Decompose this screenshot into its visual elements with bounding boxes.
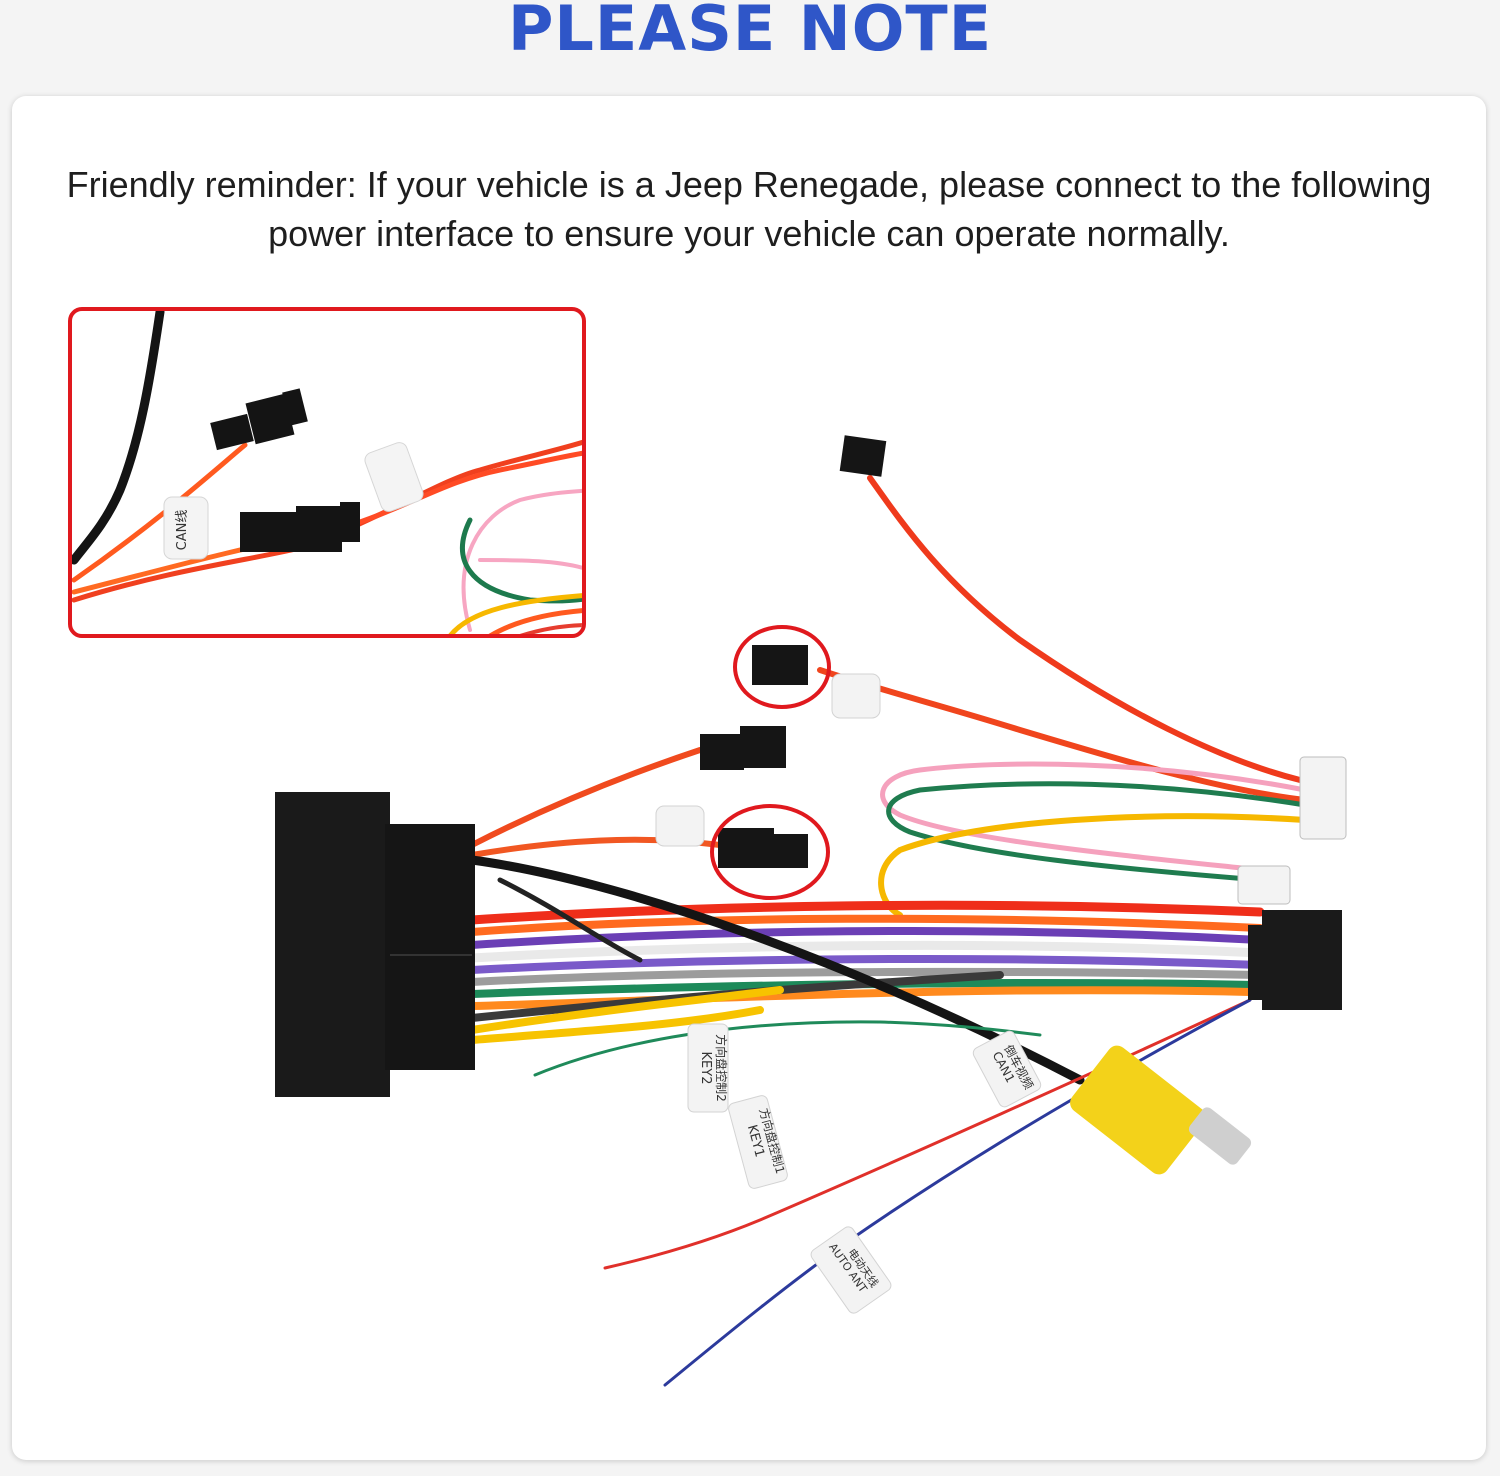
zoom-inset: CAN线 [68,307,586,638]
reminder-text: Friendly reminder: If your vehicle is a … [66,164,1432,254]
page-title: PLEASE NOTE [507,0,993,65]
right-plug [1248,910,1342,1010]
zoom-inset-frame [68,307,586,638]
tag-key2-line1: KEY2 [698,1052,713,1085]
tag-can-zoom: CAN线 [175,510,190,551]
rca-plug [1070,1045,1252,1175]
white-connectors [1237,756,1347,905]
main-connector [275,792,475,1097]
connector-highlight-circle [710,625,831,900]
wire-bundle [467,475,1308,1387]
small-connectors [700,435,887,868]
tag-key2-line2: 方向盘控制2 [714,1034,729,1102]
